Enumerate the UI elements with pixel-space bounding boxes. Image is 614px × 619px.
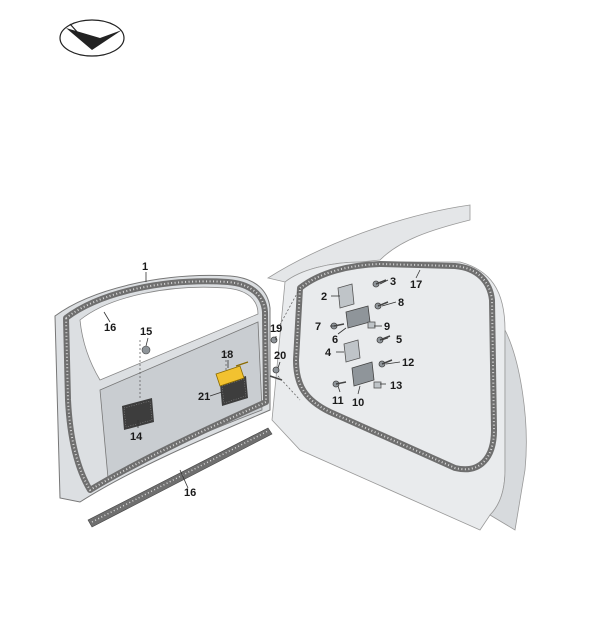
callout-20: 20 [274,350,286,362]
callout-10: 10 [352,397,364,409]
callout-9: 9 [384,321,390,333]
direction-arrow-icon [59,19,125,57]
highlighted-part-18 [215,361,249,387]
callout-16-sill: 16 [184,487,196,499]
door-seal [63,278,269,493]
callout-19: 19 [270,323,282,335]
door-hinge-bolts [269,336,283,381]
callout-5: 5 [396,334,402,346]
callout-6: 6 [332,334,338,346]
bolt-12 [378,359,393,368]
upper-hinge [337,283,376,329]
callout-11: 11 [332,395,344,407]
callout-18: 18 [221,349,233,361]
cover-pad-14 [122,398,154,430]
callout-15: 15 [140,326,152,338]
callout-17: 17 [410,279,422,291]
callout-14: 14 [130,431,143,443]
connection-lines [139,287,301,401]
leader-lines [103,269,421,489]
callout-12: 12 [402,357,414,369]
plug-15 [141,345,151,355]
callout-4: 4 [325,347,332,359]
car-body [266,204,527,531]
callout-1: 1 [142,261,148,273]
door-shell [54,274,271,503]
callout-13: 13 [390,380,402,392]
lower-hinge [343,339,382,389]
callout-7: 7 [315,321,321,333]
callout-21: 21 [198,391,210,403]
callout-2: 2 [321,291,327,303]
callout-8: 8 [398,297,404,309]
hinge-bolts [330,279,393,388]
callout-16-door: 16 [104,322,116,334]
door-opening-seal [293,261,497,473]
bolt-8 [374,301,389,310]
callout-3: 3 [390,276,396,288]
bolt-3 [372,279,387,288]
bolt-11 [332,380,347,388]
sill-seal-strip [87,427,273,528]
callouts: 1 16 15 14 16 21 18 19 20 2 3 8 9 7 6 5 … [104,261,422,499]
